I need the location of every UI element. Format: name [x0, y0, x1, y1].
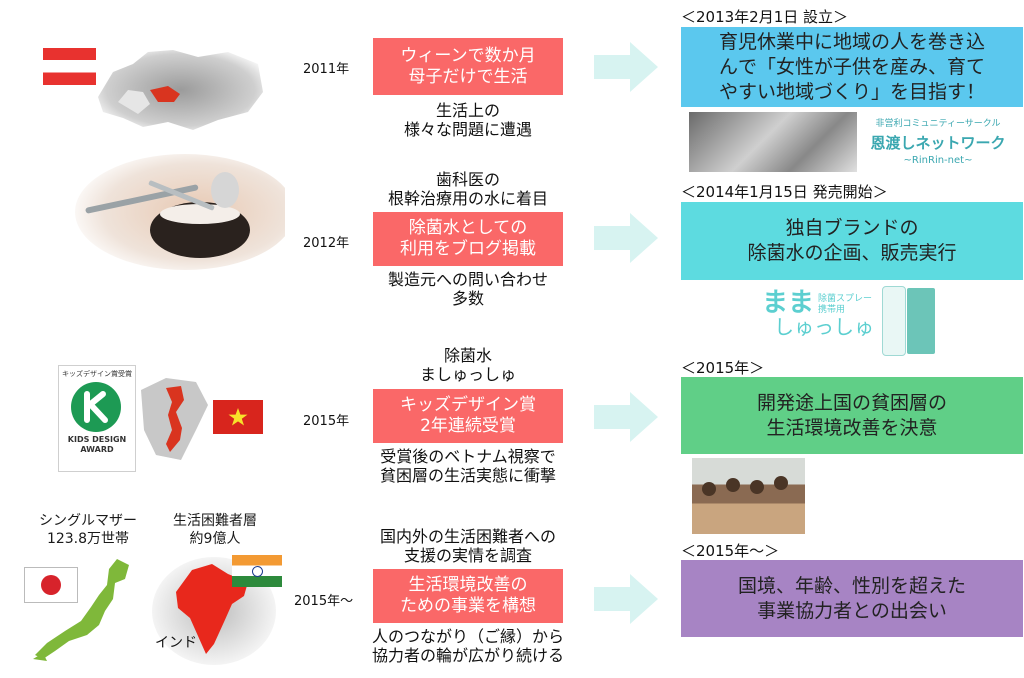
goal-box-2013: 育児休業中に地域の人を巻き込 んで「女性が子供を産み、育て やすい地域づくり」を… [681, 27, 1023, 107]
award-bottom-text: KIDS DESIGN AWARD [67, 435, 127, 454]
goal-box-2015: 開発途上国の貧困層の 生活環境改善を決意 [681, 377, 1023, 454]
year-label-2011: 2011年 [303, 62, 350, 77]
india-flag [232, 555, 282, 587]
japan-map [25, 555, 135, 665]
goal-box-2015-onward: 国境、年齢、性別を超えた 事業協力者との出会い [681, 560, 1023, 637]
austria-flag [43, 48, 96, 85]
award-top-text: キッズデザイン賞受賞 [62, 370, 132, 378]
europe-map [88, 42, 268, 132]
note-below-2015: 受賞後のベトナム視察で 貧困層の生活実態に衝撃 [379, 447, 556, 485]
note-above-2015: 除菌水 ましゅっしゅ [419, 346, 516, 384]
product-box [907, 288, 935, 354]
arrow-right-icon [594, 213, 658, 263]
note-below-2012: 製造元への問い合わせ 多数 [387, 270, 548, 308]
spray-bottle [882, 286, 906, 356]
year-label-2015: 2015年 [303, 414, 350, 429]
vietnam-flag [213, 400, 263, 434]
japan-label: シングルマザー 123.8万世帯 [39, 513, 137, 547]
india-label: 生活困難者層 約9億人 [173, 513, 257, 547]
goal-box-2014: 独自ブランドの 除菌水の企画、販売実行 [681, 202, 1023, 280]
dentist-photo [55, 150, 295, 270]
network-photo [689, 112, 857, 172]
goal-header-2014: ＜2014年1月15日 発売開始＞ [681, 183, 888, 201]
event-box-2011: ウィーンで数か月 母子だけで生活 [373, 38, 563, 95]
event-box-2015-onward: 生活環境改善の ための事業を構想 [373, 569, 563, 623]
note-below-2015-onward: 人のつながり（ご縁）から 協力者の輪が広がり続ける [371, 627, 564, 665]
kids-design-award-logo: キッズデザイン賞受賞 KIDS DESIGN AWARD [58, 365, 136, 472]
event-box-2012: 除菌水としての 利用をブログ掲載 [373, 212, 563, 266]
vietnam-map [136, 370, 216, 470]
india-name-label: インド [155, 635, 197, 651]
note-above-2012: 歯科医の 根幹治療用の水に着目 [387, 170, 548, 208]
k-icon [71, 382, 121, 432]
event-box-2015: キッズデザイン賞 2年連続受賞 [373, 389, 563, 443]
group-photo [692, 458, 805, 534]
goal-header-2015: ＜2015年＞ [681, 359, 765, 377]
product-image: まま しゅっしゅ 除菌スプレー 携帯用 [762, 284, 938, 356]
japan-flag [24, 567, 78, 603]
year-label-2015-onward: 2015年～ [294, 594, 354, 609]
arrow-right-icon [594, 42, 658, 92]
note-above-2015-onward: 国内外の生活困難者への 支援の実情を調査 [379, 527, 556, 565]
arrow-right-icon [594, 574, 658, 624]
note-below-2011: 生活上の 様々な問題に遭遇 [403, 101, 532, 139]
goal-header-2013: ＜2013年2月1日 設立＞ [681, 8, 849, 26]
goal-header-2015-onward: ＜2015年～＞ [681, 542, 780, 560]
arrow-right-icon [594, 392, 658, 442]
network-logo: 非営利コミュニティーサークル 恩渡しネットワーク ~RinRin-net~ [870, 119, 1006, 166]
year-label-2012: 2012年 [303, 236, 350, 251]
